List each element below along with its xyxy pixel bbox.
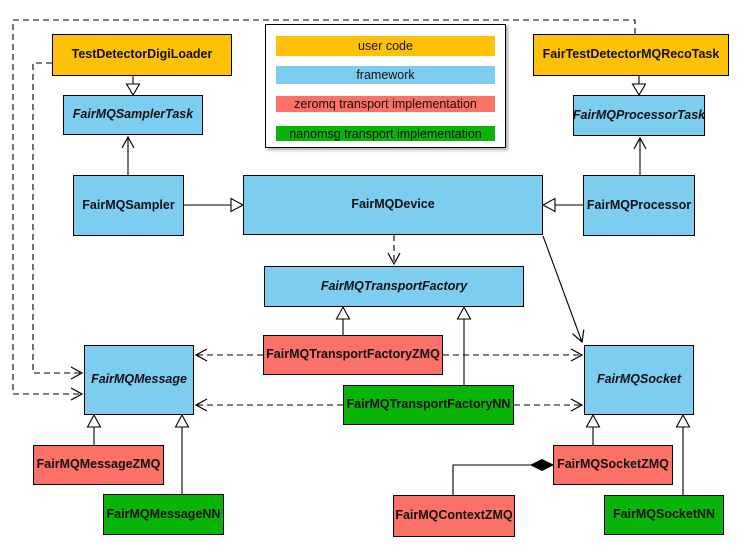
node-fairmq-message-nn: FairMQMessageNN: [103, 494, 224, 535]
node-fairmq-context-zmq: FairMQContextZMQ: [393, 495, 515, 537]
node-fairmq-socket-nn: FairMQSocketNN: [604, 495, 724, 535]
node-fairmq-socket: FairMQSocket: [584, 345, 694, 415]
edge-inheritance-socketzmq-socket: [585, 413, 601, 445]
legend-item-user-code: user code: [276, 36, 495, 56]
edge-inheritance-socketnn-socket: [675, 413, 691, 495]
node-fairmq-socket-zmq: FairMQSocketZMQ: [553, 445, 673, 485]
node-fairmq-transport-factory-zmq: FairMQTransportFactoryZMQ: [263, 335, 443, 375]
edge-inheritance-digiloader-samplertask: [125, 76, 141, 97]
node-test-detector-digi-loader: TestDetectorDigiLoader: [52, 34, 232, 76]
legend-item-framework: framework: [276, 66, 495, 84]
node-fairmq-processor: FairMQProcessor: [583, 175, 695, 236]
node-fairmq-device: FairMQDevice: [243, 175, 543, 235]
edge-inheritance-messagenn-message: [174, 413, 190, 494]
node-fairmq-message-zmq: FairMQMessageZMQ: [33, 445, 164, 485]
edge-inheritance-messagezmq-message: [86, 413, 102, 445]
node-fairmq-sampler-task: FairMQSamplerTask: [63, 95, 203, 135]
legend: user code framework zeromq transport imp…: [265, 24, 506, 148]
legend-item-nanomsg: nanomsg transport implementation: [276, 126, 495, 141]
node-fairmq-message: FairMQMessage: [84, 345, 194, 415]
edge-association-device-socket: [542, 235, 585, 344]
edge-inheritance-factoryzmq-transportfactory: [335, 305, 351, 335]
edge-composition-socketzmq-contextzmq: [452, 458, 555, 495]
edge-dependency-recotask-message: [12, 19, 636, 401]
legend-item-zeromq: zeromq transport implementation: [276, 96, 495, 112]
edge-inheritance-factorynn-transportfactory: [456, 305, 472, 385]
node-fairmq-transport-factory: FairMQTransportFactory: [264, 266, 524, 307]
node-fair-test-detector-mq-reco-task: FairTestDetectorMQRecoTask: [533, 34, 729, 76]
edge-inheritance-sampler-device: [184, 197, 245, 213]
edge-dependency-digiloader-message: [32, 62, 84, 380]
edge-inheritance-recotask-processortask: [631, 76, 647, 97]
edge-inheritance-processor-device: [541, 197, 583, 213]
node-fairmq-transport-factory-nn: FairMQTransportFactoryNN: [343, 385, 514, 425]
node-fairmq-sampler: FairMQSampler: [73, 175, 184, 236]
node-fairmq-processor-task: FairMQProcessorTask: [573, 95, 705, 136]
